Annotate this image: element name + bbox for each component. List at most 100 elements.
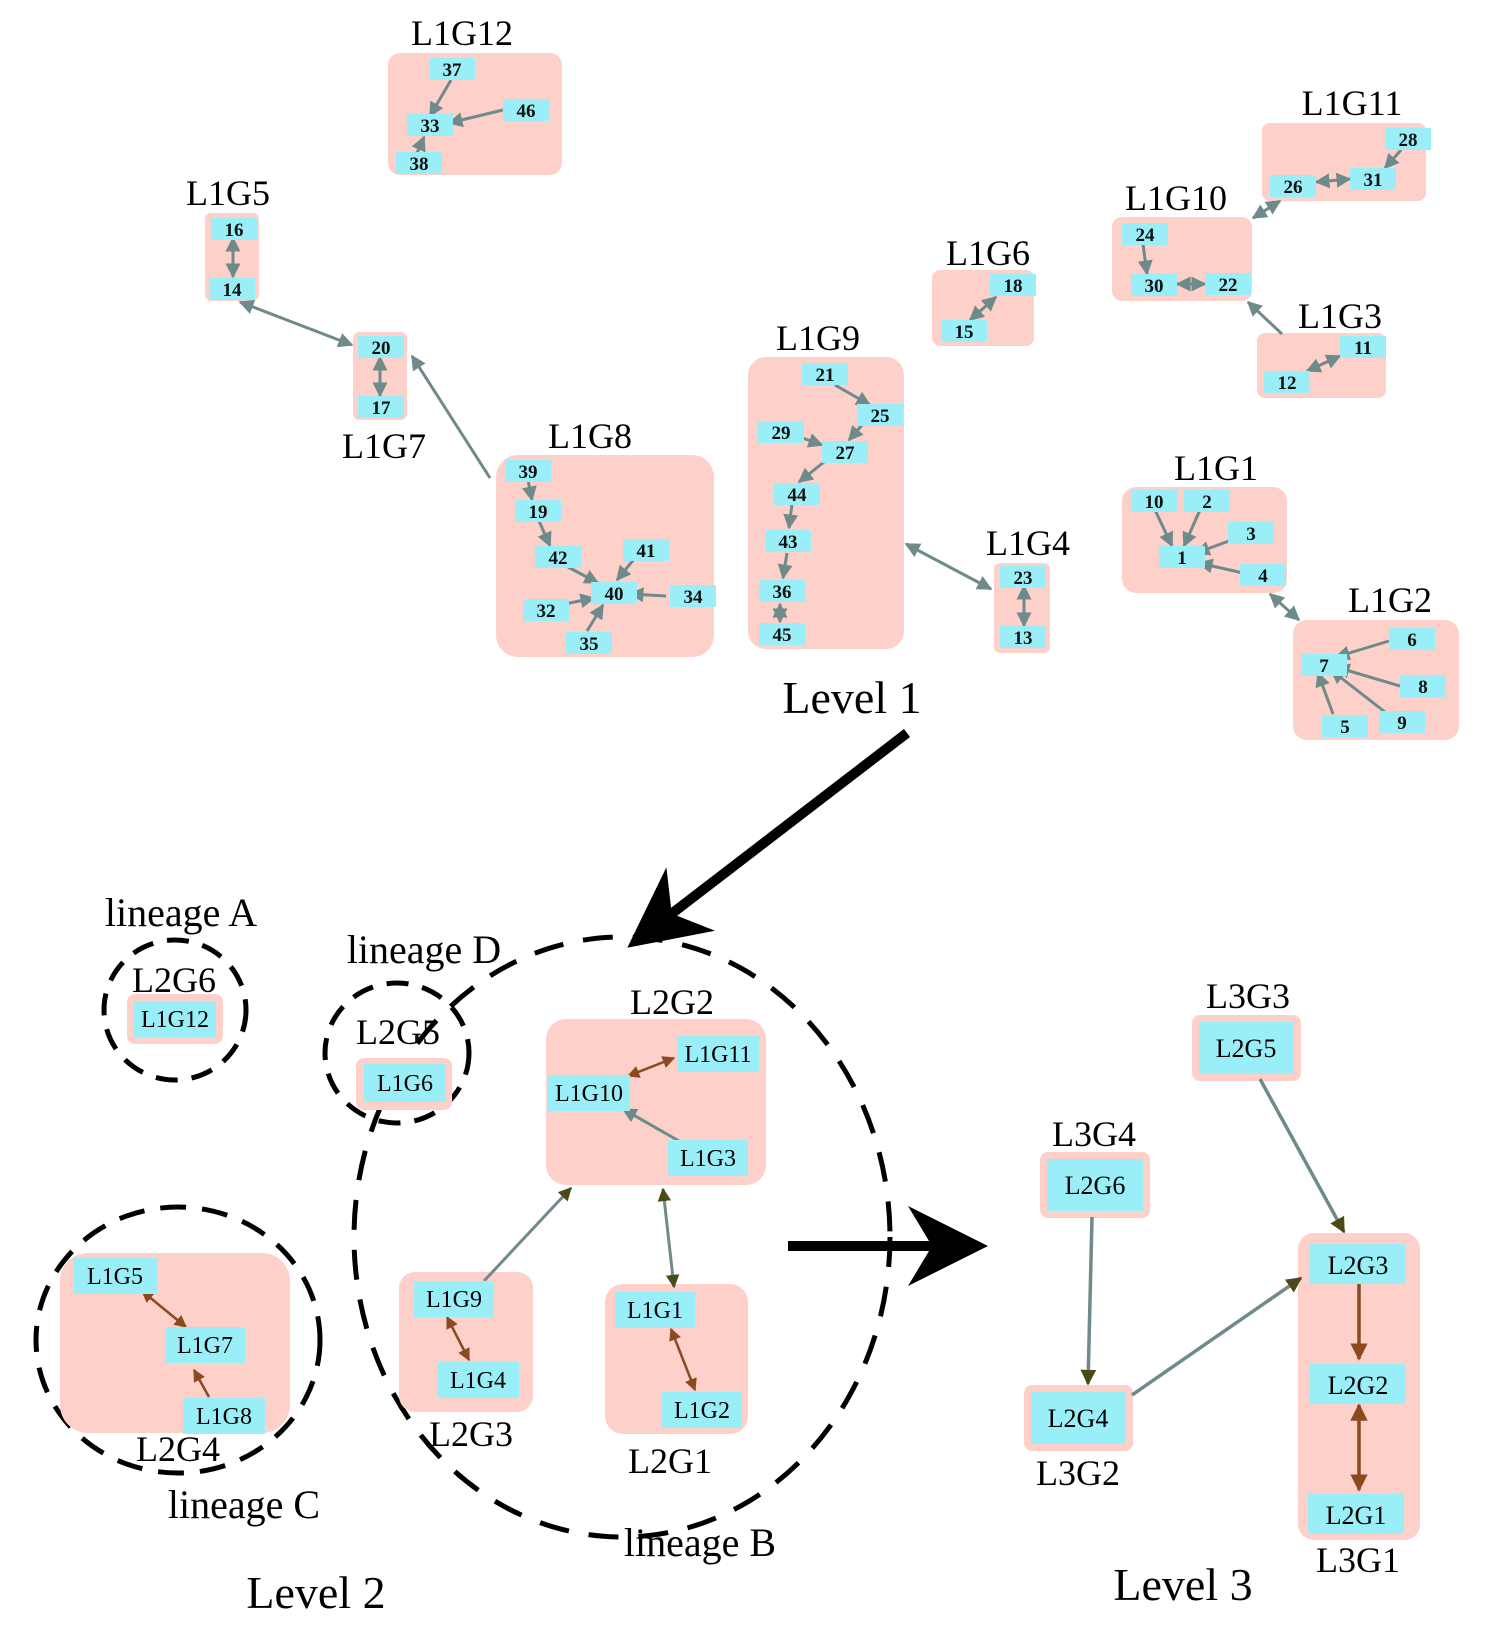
node: [759, 580, 805, 602]
node: [1264, 371, 1310, 393]
group-box-l1g9: [748, 357, 904, 649]
node-label: 40: [605, 584, 624, 605]
node-label: 30: [1145, 276, 1164, 297]
node-label: 17: [372, 398, 392, 419]
node: [670, 585, 716, 607]
edge: [1383, 149, 1403, 170]
node-label: L1G1: [627, 1298, 683, 1324]
edge: [537, 520, 552, 548]
edge: [621, 1107, 680, 1143]
node: [503, 99, 549, 121]
node-label: L1G4: [450, 1368, 506, 1394]
node-label: 1: [1177, 548, 1187, 569]
edge: [567, 565, 600, 585]
group-label: L2G5: [356, 1012, 440, 1052]
node-label: 16: [225, 220, 244, 241]
edge: [428, 79, 453, 118]
group-label: L1G3: [1298, 296, 1382, 336]
node: [1340, 336, 1386, 358]
node: [1047, 1159, 1143, 1211]
group-label: L2G3: [429, 1414, 513, 1454]
edge: [1314, 172, 1352, 189]
level-1: 37 46 33 38 16 14 20 17 39 19 42 41 40 3…: [186, 13, 1459, 740]
group-label: L1G1: [1174, 448, 1258, 488]
node: [1240, 564, 1286, 586]
node-label: 7: [1319, 656, 1329, 677]
node-label: 43: [779, 532, 798, 553]
node-label: 2: [1202, 492, 1212, 513]
level-label: Level 2: [246, 1567, 385, 1618]
level-2: L1G12 L1G6 L1G11 L1G10 L1G3 L1G5 L1G7 L1…: [33, 890, 893, 1618]
node: [1379, 711, 1425, 733]
node: [1400, 675, 1446, 697]
edge: [192, 1368, 211, 1398]
edge: [904, 542, 993, 591]
edge: [1329, 668, 1386, 714]
edge: [797, 460, 825, 484]
node: [677, 1036, 759, 1072]
edge: [238, 299, 354, 348]
node: [1308, 1494, 1404, 1534]
edge: [777, 552, 793, 580]
node: [1184, 490, 1230, 512]
node: [437, 1362, 519, 1398]
node-label: 8: [1418, 677, 1428, 698]
group-label: L2G6: [132, 960, 216, 1000]
edge: [141, 1290, 187, 1328]
lineage-circle-c: [33, 1204, 323, 1476]
edge: [585, 603, 605, 632]
node-label: L2G6: [1065, 1171, 1126, 1200]
node-label: 25: [871, 406, 890, 427]
node: [1385, 128, 1431, 150]
group-label: L1G7: [342, 426, 426, 466]
node-label: 35: [580, 634, 599, 655]
group-label: L2G1: [628, 1441, 712, 1481]
lineage-label: lineage D: [347, 927, 501, 972]
node: [802, 363, 848, 385]
edge: [1251, 199, 1282, 220]
lineage-circle-d: [322, 980, 472, 1126]
node: [209, 278, 255, 300]
node-label: 27: [836, 443, 856, 464]
group-label: L1G9: [776, 318, 860, 358]
node: [1000, 566, 1046, 588]
group-box-l1g12: [388, 53, 562, 175]
node-label: 34: [684, 587, 704, 608]
node-label: L1G12: [141, 1007, 209, 1033]
node: [591, 582, 637, 604]
node: [1031, 1392, 1126, 1444]
node-label: 3: [1246, 524, 1256, 545]
node: [523, 599, 569, 621]
node: [566, 632, 612, 654]
node-label: 4: [1258, 566, 1268, 587]
edge: [521, 479, 537, 502]
node: [774, 483, 820, 505]
node: [857, 404, 903, 426]
node-label: 11: [1354, 338, 1372, 359]
edge: [626, 1056, 676, 1078]
node: [765, 530, 811, 552]
node: [941, 320, 987, 342]
node-label: L1G5: [87, 1264, 143, 1290]
node-label: 22: [1219, 275, 1238, 296]
node-label: 42: [549, 548, 568, 569]
node-label: 28: [1399, 130, 1418, 151]
edge: [1197, 558, 1244, 575]
node: [822, 441, 868, 463]
edge: [847, 424, 864, 442]
node-label: L2G5: [1216, 1034, 1277, 1063]
node-label: 15: [955, 322, 974, 343]
node: [615, 1292, 695, 1328]
edge: [1080, 1216, 1097, 1386]
group-label: L1G8: [548, 416, 632, 456]
group-label: L3G1: [1316, 1540, 1400, 1580]
node-label: L1G7: [177, 1333, 233, 1359]
node-label: 10: [1145, 492, 1164, 513]
node: [1159, 546, 1205, 568]
node-label: L1G11: [684, 1042, 751, 1068]
group-label: L3G4: [1052, 1114, 1136, 1154]
level-transition-arrow: [627, 729, 911, 948]
edge: [657, 1187, 680, 1289]
node-label: L1G10: [555, 1081, 623, 1107]
